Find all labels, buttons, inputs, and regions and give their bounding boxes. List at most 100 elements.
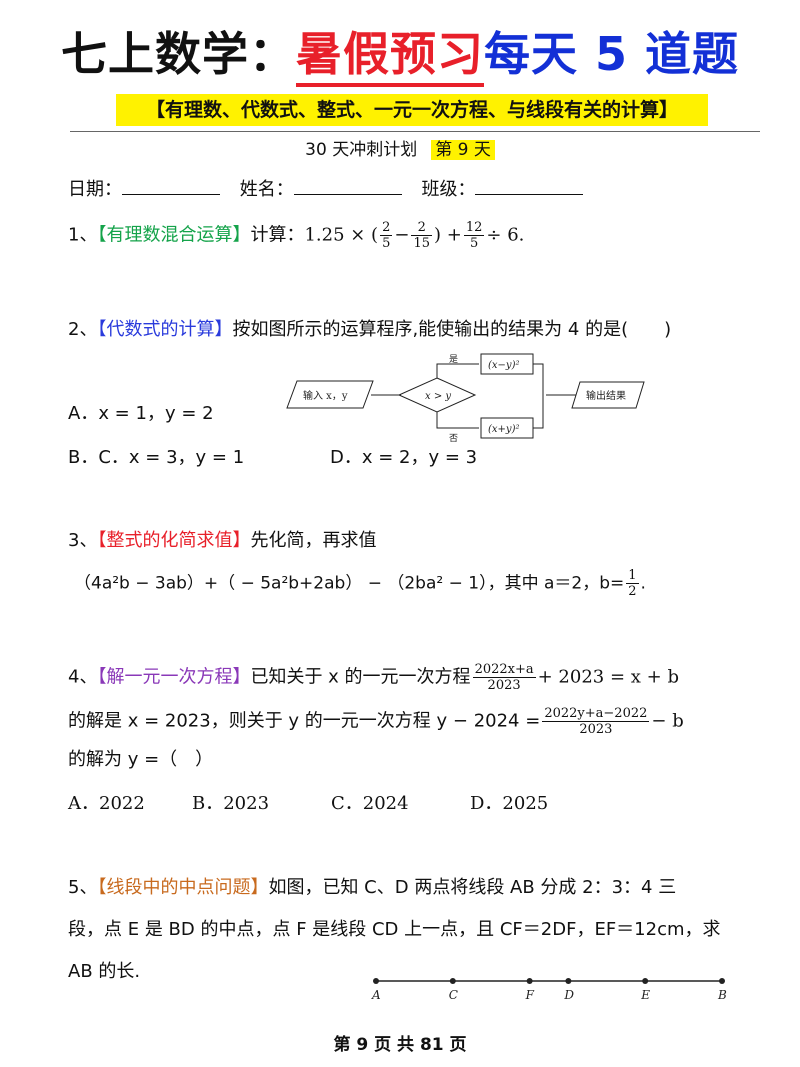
question-tag: 【线段中的中点问题】	[97, 877, 269, 898]
flow-arrow-yes	[436, 363, 479, 378]
question-text: 按如图所示的运算程序,能使输出的结果为 4 的是( )	[232, 319, 672, 340]
option-c: C．2024	[331, 793, 409, 814]
fraction-num: 12	[463, 220, 485, 236]
plan-line: 30 天冲刺计划第 9 天	[0, 137, 800, 163]
expr-part: ÷ 6.	[486, 224, 525, 246]
segment-point-c	[449, 978, 456, 984]
expr-part: −	[394, 224, 410, 246]
question-3-expression: （4a²b − 3ab）+（ − 5a²b+2ab） − （2ba² − 1），…	[74, 568, 646, 599]
segment-point-d	[565, 978, 572, 984]
header-divider	[70, 131, 760, 132]
name-field[interactable]	[293, 176, 402, 195]
fraction-den: 2023	[579, 722, 613, 737]
question-number: 5、	[68, 877, 98, 898]
question-4-line-2: 的解是 x = 2023，则关于 y 的一元一次方程 y − 2024 =202…	[68, 706, 684, 737]
flow-top-text: (x−y)²	[488, 360, 519, 371]
question-number: 3、	[68, 530, 98, 551]
segment-point-a	[373, 978, 379, 984]
name-label: 姓名：	[239, 179, 294, 200]
question-5-line-2: 段，点 E 是 BD 的中点，点 F 是线段 CD 上一点，且 CF＝2DF，E…	[68, 919, 721, 940]
student-info-line: 日期： 姓名： 班级：	[68, 176, 584, 204]
question-4-line-3: 的解为 y =（ ）	[68, 749, 214, 770]
option-b: B．2023	[192, 793, 270, 814]
topic-banner: 【有理数、代数式、整式、一元一次方程、与线段有关的计算】	[116, 94, 708, 126]
flow-input-box	[286, 380, 374, 409]
flow-arrow-no	[436, 412, 479, 429]
segment-point-b	[719, 978, 725, 984]
expr-part: 1.25 × (	[304, 224, 379, 246]
flow-merge	[533, 363, 544, 429]
question-tag: 【整式的化简求值】	[97, 530, 251, 551]
question-number: 4、	[68, 666, 98, 688]
expr-end: .	[640, 573, 646, 594]
page-footer: 第 9 页 共 81 页	[333, 1035, 467, 1055]
option-a: A．2022	[68, 793, 145, 814]
segment-label-e: E	[640, 988, 650, 1002]
question-text: 如图，已知 C、D 两点将线段 AB 分成 2：3：4 三	[268, 877, 677, 898]
title-part-daily: 每天 5 道题	[483, 27, 740, 81]
expr-part: + 2023 = x + b	[537, 666, 679, 688]
day-badge: 第 9 天	[431, 140, 495, 160]
flow-output-text: 输出结果	[586, 389, 626, 402]
fraction-num: 1	[626, 568, 639, 584]
question-5: 5、【线段中的中点问题】如图，已知 C、D 两点将线段 AB 分成 2：3：4 …	[68, 874, 676, 902]
segment-point-f	[526, 978, 533, 984]
question-5-line-3: AB 的长.	[68, 961, 141, 982]
question-text: 已知关于 x 的一元一次方程	[250, 666, 471, 688]
option-d: D．2025	[470, 793, 549, 814]
question-text: 的解是 x = 2023，则关于 y 的一元一次方程 y − 2024 =	[68, 710, 541, 732]
question-tag: 【解一元一次方程】	[97, 666, 251, 688]
question-tag: 【有理数混合运算】	[97, 224, 251, 246]
question-number: 2、	[68, 319, 98, 340]
question-3: 3、【整式的化简求值】先化简，再求值	[68, 527, 376, 555]
option-b: B．C．x = 3，y = 1	[68, 447, 245, 468]
class-label: 班级：	[421, 179, 476, 200]
expr-part: − b	[651, 710, 684, 732]
question-number: 1、	[68, 224, 98, 246]
fraction-num: 2022x+a	[472, 662, 536, 678]
fraction-den: 5	[382, 236, 391, 251]
class-field[interactable]	[475, 176, 584, 195]
flowchart: 输入 x，y x > y 是 否 (x−y)² (x+y)²	[286, 353, 544, 444]
question-text: 先化简，再求值	[250, 530, 377, 551]
title-part-grade: 七上数学：	[60, 27, 296, 81]
segment-point-e	[642, 978, 649, 984]
segment-label-a: A	[371, 988, 381, 1002]
date-field[interactable]	[122, 176, 220, 195]
flow-output-box	[571, 381, 645, 409]
flowchart-output: 输出结果	[546, 381, 645, 409]
plan-label: 30 天冲刺计划	[305, 140, 418, 160]
segment-label-c: C	[449, 988, 458, 1002]
flow-input-text: 输入 x，y	[303, 389, 348, 402]
expr-part: ) +	[434, 224, 462, 246]
fraction-num: 2	[380, 220, 393, 236]
flow-no-label: 否	[449, 433, 458, 444]
title-part-summer: 暑假预习	[295, 27, 484, 87]
flow-yes-label: 是	[449, 354, 458, 365]
expression-text: （4a²b − 3ab）+（ − 5a²b+2ab） − （2ba² − 1），…	[74, 573, 625, 594]
segment-label-f: F	[525, 988, 535, 1002]
fraction-den: 2023	[487, 678, 521, 693]
option-d: D．x = 2，y = 3	[330, 447, 478, 468]
fraction-den: 2	[628, 584, 637, 599]
flow-bottom-text: (x+y)²	[488, 424, 519, 435]
date-label: 日期：	[68, 179, 122, 200]
fraction-num: 2	[411, 220, 433, 236]
question-text: 计算：	[250, 224, 305, 246]
page-title: 七上数学：暑假预习每天 5 道题	[0, 18, 800, 87]
question-tag: 【代数式的计算】	[97, 319, 233, 340]
flow-cond-text: x > y	[425, 391, 451, 402]
fraction-num: 2022y+a−2022	[542, 706, 650, 722]
segment-label-d: D	[563, 988, 574, 1002]
fraction-den: 15	[413, 236, 431, 251]
question-2: 2、【代数式的计算】按如图所示的运算程序,能使输出的结果为 4 的是( )	[68, 316, 671, 344]
